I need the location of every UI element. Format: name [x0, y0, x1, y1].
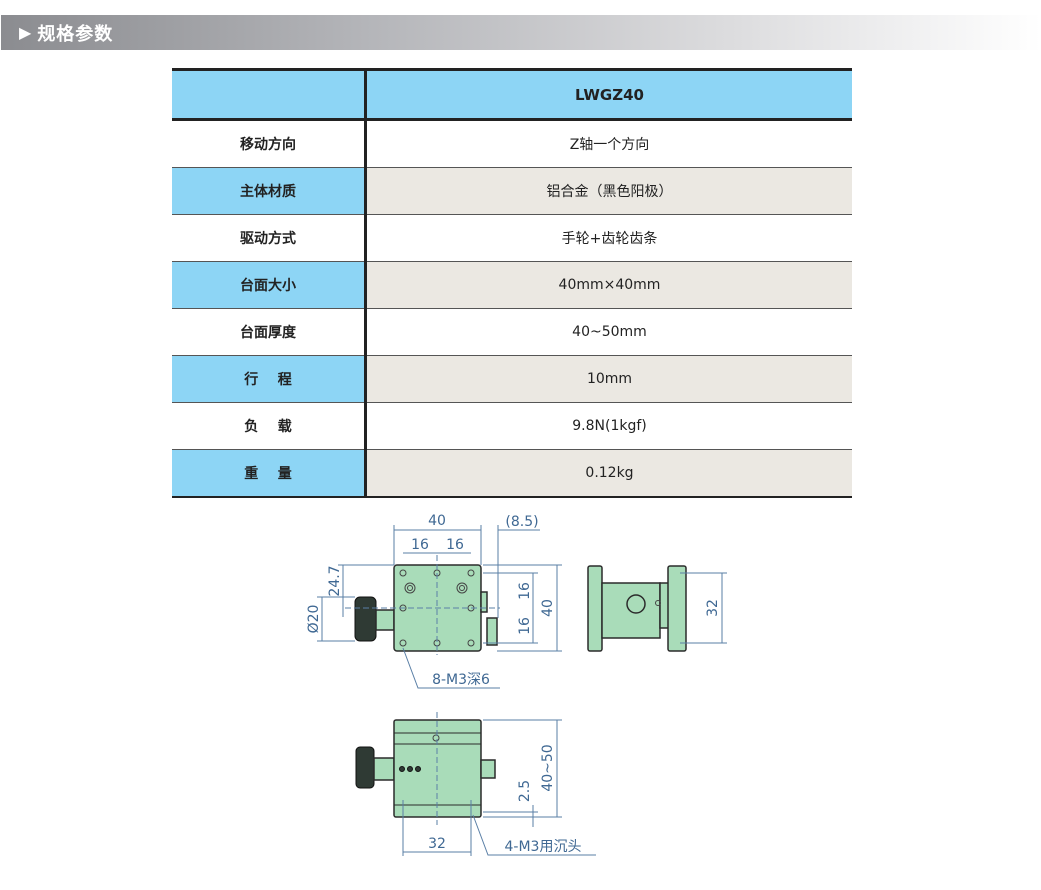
lock-lever — [486, 617, 498, 646]
dim-front-pitch: 32 — [428, 836, 446, 852]
row-label: 台面大小 — [172, 261, 366, 309]
row-label: 负 载 — [172, 402, 366, 450]
front-view: 40~50 2.5 32 4-M3用沉头 — [355, 712, 596, 856]
header-blank — [172, 68, 366, 121]
dim-side-pitch: 32 — [705, 599, 721, 617]
row-value: 10mm — [364, 355, 852, 403]
row-value: 40~50mm — [364, 308, 852, 356]
header-model: LWGZ40 — [364, 68, 852, 121]
row-label: 行 程 — [172, 355, 366, 403]
hole-note: 8-M3深6 — [432, 672, 490, 688]
dim-knob-dia: Ø20 — [306, 605, 322, 634]
table-row: 驱动方式手轮+齿轮齿条 — [172, 214, 852, 262]
table-header-row: LWGZ40 — [172, 68, 852, 121]
row-value: 铝合金（黑色阳极） — [364, 167, 852, 215]
dim-front-base: 2.5 — [517, 780, 533, 802]
dim-front-height: 40~50 — [540, 744, 556, 791]
section-title: 规格参数 — [37, 23, 114, 45]
dim-width: 40 — [428, 513, 446, 529]
row-value: 9.8N(1kgf) — [364, 402, 852, 450]
row-label: 主体材质 — [172, 167, 366, 215]
row-label: 移动方向 — [172, 119, 366, 168]
side-view: 32 — [587, 565, 727, 652]
row-value: 40mm×40mm — [364, 261, 852, 309]
row-value: 手轮+齿轮齿条 — [364, 214, 852, 262]
section-header: ▶ 规格参数 — [1, 15, 1041, 50]
dim-pitch-b: 16 — [446, 537, 464, 553]
row-label: 重 量 — [172, 449, 366, 498]
shaft — [375, 609, 395, 631]
dim-offset: (8.5) — [505, 514, 538, 530]
play-triangle-icon: ▶ — [19, 23, 32, 42]
knob — [354, 596, 377, 642]
dim-height: 40 — [540, 599, 556, 617]
table-row: 主体材质铝合金（黑色阳极） — [172, 167, 852, 215]
dim-knob-height: 24.7 — [327, 565, 343, 596]
front-hole-note: 4-M3用沉头 — [505, 839, 582, 855]
row-value: Z轴一个方向 — [364, 119, 852, 168]
row-label: 驱动方式 — [172, 214, 366, 262]
row-value: 0.12kg — [364, 449, 852, 498]
dim-vpitch-b: 16 — [517, 617, 533, 635]
top-view: 40 (8.5) 16 16 40 16 16 24.7 Ø20 8-M3深6 — [306, 513, 562, 689]
row-label: 台面厚度 — [172, 308, 366, 356]
dim-pitch-a: 16 — [411, 537, 429, 553]
dim-vpitch-a: 16 — [517, 582, 533, 600]
